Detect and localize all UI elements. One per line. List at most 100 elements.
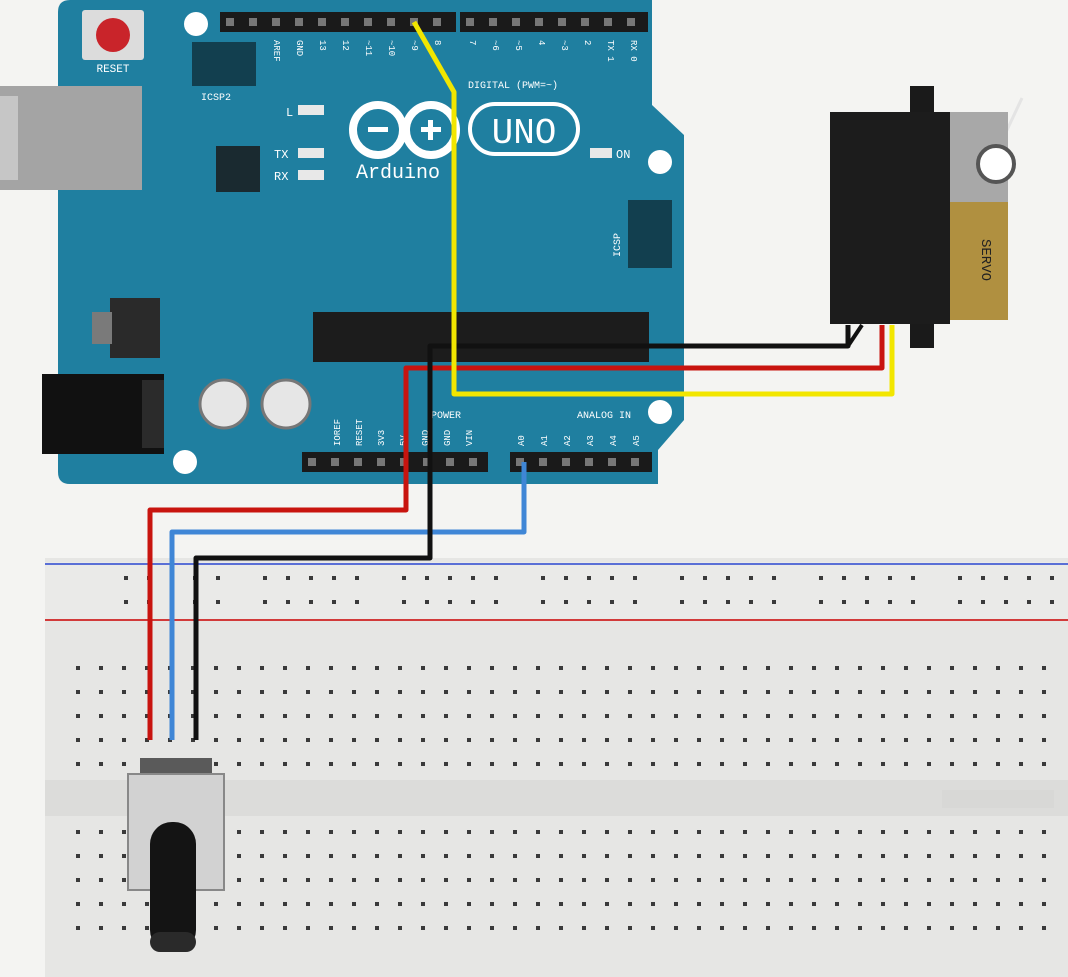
pin-socket	[249, 18, 257, 26]
breadboard-hole	[122, 738, 126, 742]
breadboard-hole	[904, 690, 908, 694]
breadboard-hole	[1019, 690, 1023, 694]
breadboard-hole	[973, 902, 977, 906]
breadboard-hole	[306, 666, 310, 670]
breadboard-hole	[582, 878, 586, 882]
rail-hole	[286, 576, 290, 580]
bottom-pin-sockets	[308, 458, 639, 466]
breadboard-hole	[1042, 666, 1046, 670]
breadboard-hole	[260, 738, 264, 742]
digital-pin-label: ~3	[559, 40, 569, 51]
breadboard-hole	[973, 762, 977, 766]
breadboard-hole	[628, 830, 632, 834]
breadboard-hole	[375, 738, 379, 742]
breadboard-hole	[99, 902, 103, 906]
breadboard-hole	[283, 830, 287, 834]
breadboard-hole	[697, 926, 701, 930]
power-pin-label: 3V3	[377, 430, 387, 446]
breadboard-hole	[904, 926, 908, 930]
breadboard-hole	[329, 762, 333, 766]
breadboard-hole	[306, 854, 310, 858]
rail-hole	[958, 600, 962, 604]
rail-hole	[703, 600, 707, 604]
breadboard-hole	[789, 690, 793, 694]
breadboard-hole	[191, 738, 195, 742]
breadboard-hole	[743, 878, 747, 882]
breadboard-hole	[835, 878, 839, 882]
breadboard-hole	[697, 830, 701, 834]
digital-pin-label: 7	[467, 40, 477, 45]
breadboard-hole	[490, 878, 494, 882]
breadboard-hole	[444, 714, 448, 718]
breadboard-hole	[352, 902, 356, 906]
breadboard-hole	[490, 854, 494, 858]
rail-hole	[958, 576, 962, 580]
breadboard-hole	[283, 878, 287, 882]
breadboard-hole	[628, 902, 632, 906]
breadboard-hole	[835, 762, 839, 766]
pin-socket	[341, 18, 349, 26]
breadboard-hole	[950, 854, 954, 858]
potentiometer-pins	[140, 758, 212, 776]
breadboard-hole	[582, 762, 586, 766]
breadboard-hole	[1019, 762, 1023, 766]
breadboard-hole	[697, 878, 701, 882]
rail-hole	[263, 600, 267, 604]
breadboard-hole	[835, 690, 839, 694]
breadboard-hole	[605, 690, 609, 694]
breadboard-hole	[674, 830, 678, 834]
rail-hole	[888, 600, 892, 604]
rail-hole	[842, 600, 846, 604]
breadboard-hole	[306, 690, 310, 694]
breadboard-hole	[904, 738, 908, 742]
breadboard-hole	[1042, 926, 1046, 930]
breadboard-hole	[582, 926, 586, 930]
breadboard-hole	[513, 762, 517, 766]
breadboard-hole	[375, 830, 379, 834]
rail-hole	[332, 600, 336, 604]
breadboard-hole	[490, 714, 494, 718]
logo-plus-v	[428, 120, 433, 140]
breadboard-hole	[145, 926, 149, 930]
breadboard-hole	[421, 666, 425, 670]
analog-pin-label: A5	[632, 435, 642, 446]
breadboard-hole	[99, 878, 103, 882]
breadboard-hole	[743, 690, 747, 694]
breadboard-hole	[237, 830, 241, 834]
breadboard-hole	[490, 762, 494, 766]
breadboard-hole	[122, 666, 126, 670]
breadboard-hole	[789, 926, 793, 930]
breadboard-hole	[444, 762, 448, 766]
breadboard-hole	[513, 878, 517, 882]
breadboard-hole	[352, 762, 356, 766]
rail-hole	[587, 600, 591, 604]
breadboard-hole	[99, 690, 103, 694]
breadboard-hole	[858, 902, 862, 906]
rail-hole	[286, 600, 290, 604]
breadboard-hole	[904, 878, 908, 882]
breadboard-hole	[421, 762, 425, 766]
breadboard-hole	[421, 878, 425, 882]
breadboard-hole	[766, 830, 770, 834]
breadboard-hole	[421, 854, 425, 858]
breadboard-hole	[720, 690, 724, 694]
pin-socket	[295, 18, 303, 26]
breadboard-hole	[835, 830, 839, 834]
rail-hole	[564, 576, 568, 580]
breadboard-hole	[1019, 878, 1023, 882]
breadboard-hole	[283, 666, 287, 670]
breadboard-hole	[1042, 830, 1046, 834]
breadboard-hole	[260, 690, 264, 694]
breadboard-hole	[973, 830, 977, 834]
breadboard-hole	[421, 902, 425, 906]
rail-hole	[726, 576, 730, 580]
breadboard-hole	[76, 690, 80, 694]
breadboard-hole	[306, 902, 310, 906]
breadboard-hole	[283, 902, 287, 906]
breadboard-hole	[260, 878, 264, 882]
breadboard-hole	[283, 690, 287, 694]
rail-hole	[471, 600, 475, 604]
pin-socket	[631, 458, 639, 466]
digital-pin-label: 13	[317, 40, 327, 51]
